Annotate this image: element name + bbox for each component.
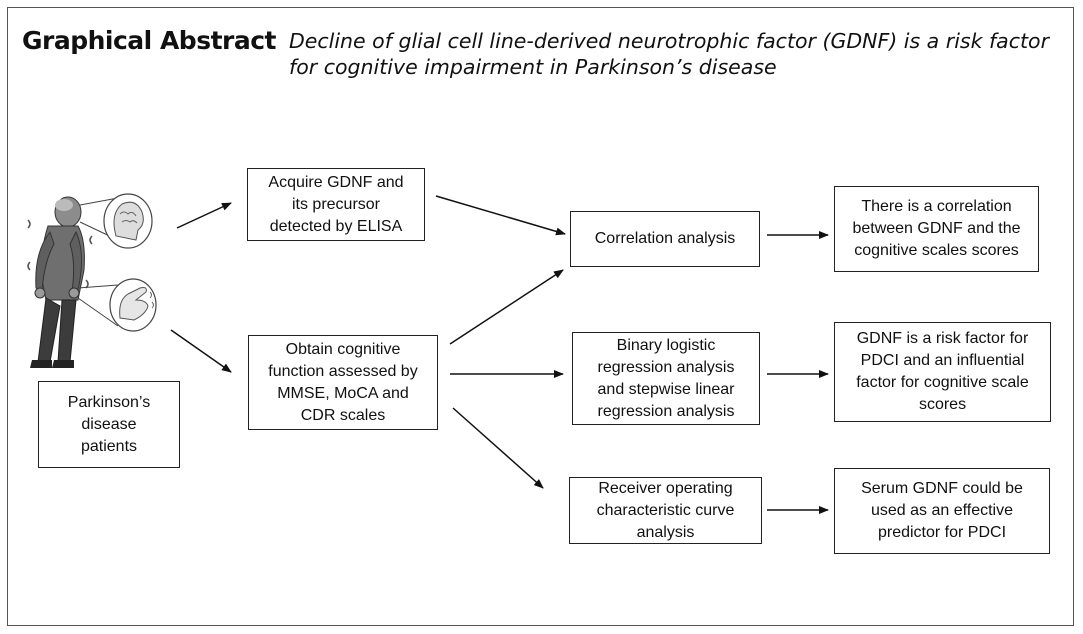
arrow-figure-to-obtain (170, 329, 232, 373)
result-risk-factor-box: GDNF is a risk factor for PDCI and an in… (834, 322, 1051, 422)
arrow-obtain-to-roc (452, 407, 544, 489)
arrow-figure-to-acquire (176, 202, 232, 229)
result-correlation-box: There is a correlation between GDNF and … (834, 186, 1039, 272)
graphical-abstract-title: Graphical Abstract (22, 26, 277, 55)
result-predictor-box: Serum GDNF could be used as an effective… (834, 468, 1050, 554)
abstract-subtitle: Decline of glial cell line-derived neuro… (289, 29, 1050, 79)
arrow-acquire-to-correlation (435, 195, 566, 236)
patient-figure-icon (27, 196, 93, 368)
roc-analysis-box: Receiver operating characteristic curve … (569, 477, 762, 544)
brain-icon (103, 193, 153, 249)
arrow-obtain-to-correlation (449, 269, 564, 345)
regression-analysis-box: Binary logistic regression analysis and … (572, 332, 760, 425)
obtain-cognitive-box: Obtain cognitive function assessed by MM… (248, 335, 438, 430)
tremor-hand-icon (109, 278, 157, 332)
patients-box: Parkinson’s disease patients (38, 381, 180, 468)
acquire-gdnf-box: Acquire GDNF and its precursor detected … (247, 168, 425, 241)
correlation-analysis-box: Correlation analysis (570, 211, 760, 267)
